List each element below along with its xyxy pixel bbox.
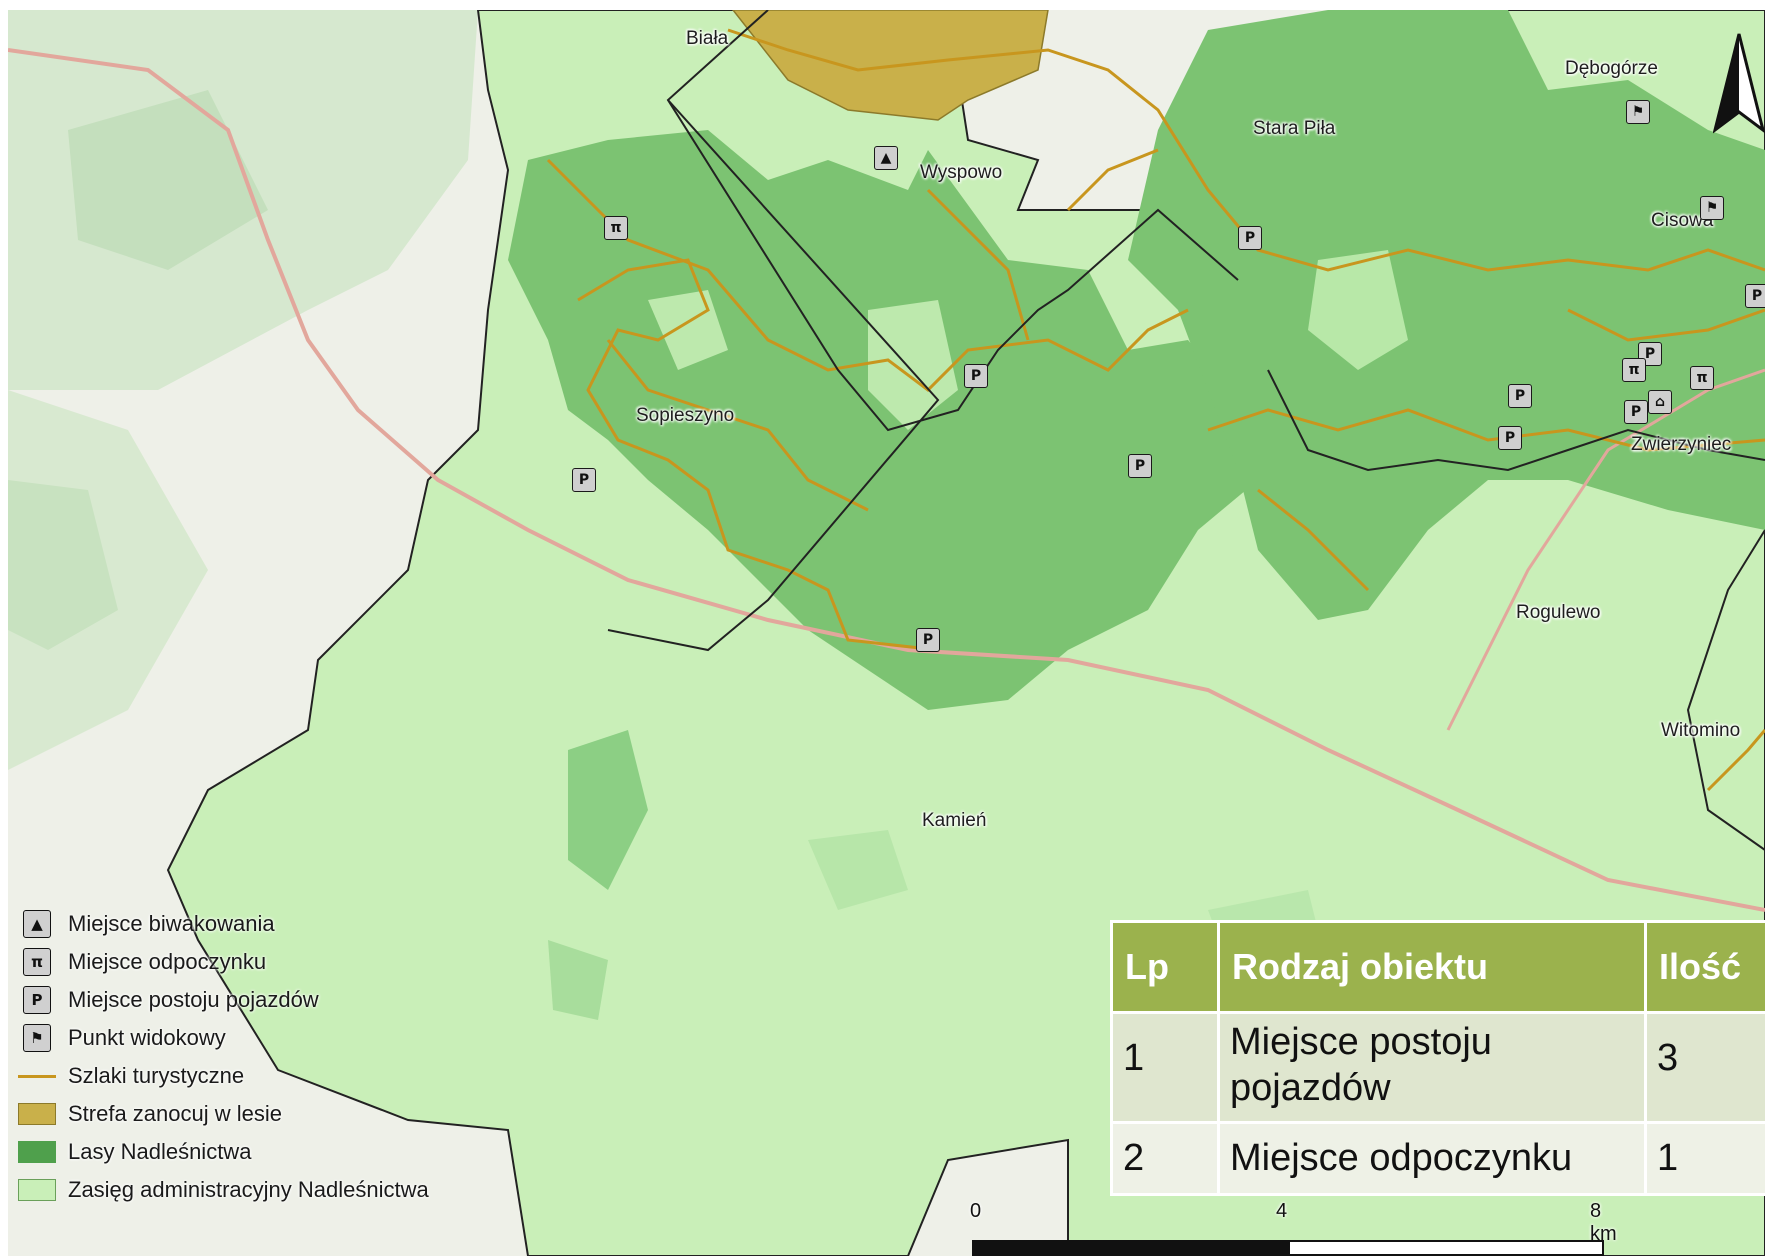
forest-polygon xyxy=(1128,10,1765,620)
cell-count: 3 xyxy=(1644,1011,1765,1124)
scale-segment-white xyxy=(1288,1240,1604,1256)
cell-type: Miejsce postoju pojazdów xyxy=(1217,1011,1647,1124)
cell-type: Miejsce odpoczynku xyxy=(1217,1121,1647,1196)
parking-icon: P xyxy=(23,986,51,1014)
header-type: Rodzaj obiektu xyxy=(1217,920,1647,1014)
facilities-table: Lp Rodzaj obiektu Ilość 1 Miejsce postoj… xyxy=(1110,920,1765,1196)
forest-patch xyxy=(808,830,908,910)
admin-fill-swatch xyxy=(18,1179,56,1201)
viewpoint-flag-icon[interactable]: ⚑ xyxy=(1700,196,1724,220)
forest-fill-swatch xyxy=(18,1141,56,1163)
forest-patch xyxy=(548,940,608,1020)
forest-patch xyxy=(568,730,648,890)
scale-label-4: 4 xyxy=(1276,1200,1288,1222)
legend-label: Zasięg administracyjny Nadleśnictwa xyxy=(68,1177,429,1202)
main-road xyxy=(8,48,1765,912)
header-lp: Lp xyxy=(1110,920,1220,1014)
picnic-table-icon[interactable]: π xyxy=(604,216,628,240)
legend-label: Strefa zanocuj w lesie xyxy=(68,1101,282,1126)
legend-item-lasy: Lasy Nadleśnictwa xyxy=(18,1133,498,1171)
forest-clearing xyxy=(1308,250,1408,370)
tourist-trails xyxy=(546,28,1765,792)
legend-label: Lasy Nadleśnictwa xyxy=(68,1139,252,1164)
place-label-stara-pila: Stara Piła xyxy=(1253,118,1336,139)
trail-line-swatch xyxy=(18,1074,56,1078)
parking-icon[interactable]: P xyxy=(1498,426,1522,450)
legend-label: Miejsce odpoczynku xyxy=(68,949,267,974)
place-label-rogulewo: Rogulewo xyxy=(1516,602,1601,623)
place-label-witomino: Witomino xyxy=(1661,720,1741,741)
north-arrow-icon xyxy=(1713,33,1765,134)
camping-tent-icon: ▲ xyxy=(23,910,51,938)
place-label-zwierzyniec: Zwierzyniec xyxy=(1631,434,1732,455)
cell-lp: 2 xyxy=(1110,1121,1220,1196)
legend-item-rest: π Miejsce odpoczynku xyxy=(18,943,498,981)
viewpoint-flag-icon: ⚑ xyxy=(23,1024,51,1052)
camping-tent-icon[interactable]: ▲ xyxy=(874,146,898,170)
legend-item-camping: ▲ Miejsce biwakowania xyxy=(18,905,498,943)
parking-icon[interactable]: P xyxy=(916,628,940,652)
parking-icon[interactable]: P xyxy=(1508,384,1532,408)
scale-label-8: 8 km xyxy=(1590,1200,1617,1245)
picnic-table-icon: π xyxy=(23,948,51,976)
shelter-icon[interactable]: ⌂ xyxy=(1648,390,1672,414)
parking-icon[interactable]: P xyxy=(1128,454,1152,478)
picnic-table-icon[interactable]: π xyxy=(1690,366,1714,390)
viewpoint-flag-icon[interactable]: ⚑ xyxy=(1626,100,1650,124)
legend-label: Miejsce biwakowania xyxy=(68,911,275,936)
legend-item-trails: Szlaki turystyczne xyxy=(18,1057,498,1095)
basemap-woodland xyxy=(68,90,268,270)
legend-label: Szlaki turystyczne xyxy=(68,1063,245,1088)
table-row: 2 Miejsce odpoczynku 1 xyxy=(1110,1121,1765,1196)
parking-icon[interactable]: P xyxy=(1745,284,1765,308)
legend-item-parking: P Miejsce postoju pojazdów xyxy=(18,981,498,1019)
parking-icon[interactable]: P xyxy=(1238,226,1262,250)
scale-segment-black xyxy=(972,1240,1288,1256)
secondary-road xyxy=(1446,368,1765,731)
parking-icon[interactable]: P xyxy=(964,364,988,388)
legend-item-zanocuj: Strefa zanocuj w lesie xyxy=(18,1095,498,1133)
picnic-table-icon[interactable]: π xyxy=(1622,358,1646,382)
place-label-debogorze: Dębogórze xyxy=(1565,58,1658,79)
map-legend: ▲ Miejsce biwakowania π Miejsce odpoczyn… xyxy=(18,905,498,1209)
table-row: 1 Miejsce postoju pojazdów 3 xyxy=(1110,1011,1765,1124)
place-label-kamien: Kamień xyxy=(922,810,987,831)
legend-label: Miejsce postoju pojazdów xyxy=(68,987,319,1012)
zanocuj-fill-swatch xyxy=(18,1103,56,1125)
place-label-biala: Biała xyxy=(686,28,729,49)
legend-item-zasieg: Zasięg administracyjny Nadleśnictwa xyxy=(18,1171,498,1209)
place-label-wyspowo: Wyspowo xyxy=(920,162,1003,183)
cell-count: 1 xyxy=(1644,1121,1765,1196)
header-count: Ilość xyxy=(1644,920,1765,1014)
basemap-woodland xyxy=(8,480,118,650)
place-label-cisowa: Cisowa xyxy=(1651,210,1714,231)
cell-lp: 1 xyxy=(1110,1011,1220,1124)
scale-label-0: 0 xyxy=(970,1200,982,1222)
parking-icon[interactable]: P xyxy=(572,468,596,492)
table-header-row: Lp Rodzaj obiektu Ilość xyxy=(1110,920,1765,1014)
place-label-sopieszyno: Sopieszyno xyxy=(636,405,735,426)
legend-item-viewpoint: ⚑ Punkt widokowy xyxy=(18,1019,498,1057)
parking-icon[interactable]: P xyxy=(1624,400,1648,424)
legend-label: Punkt widokowy xyxy=(68,1025,226,1050)
